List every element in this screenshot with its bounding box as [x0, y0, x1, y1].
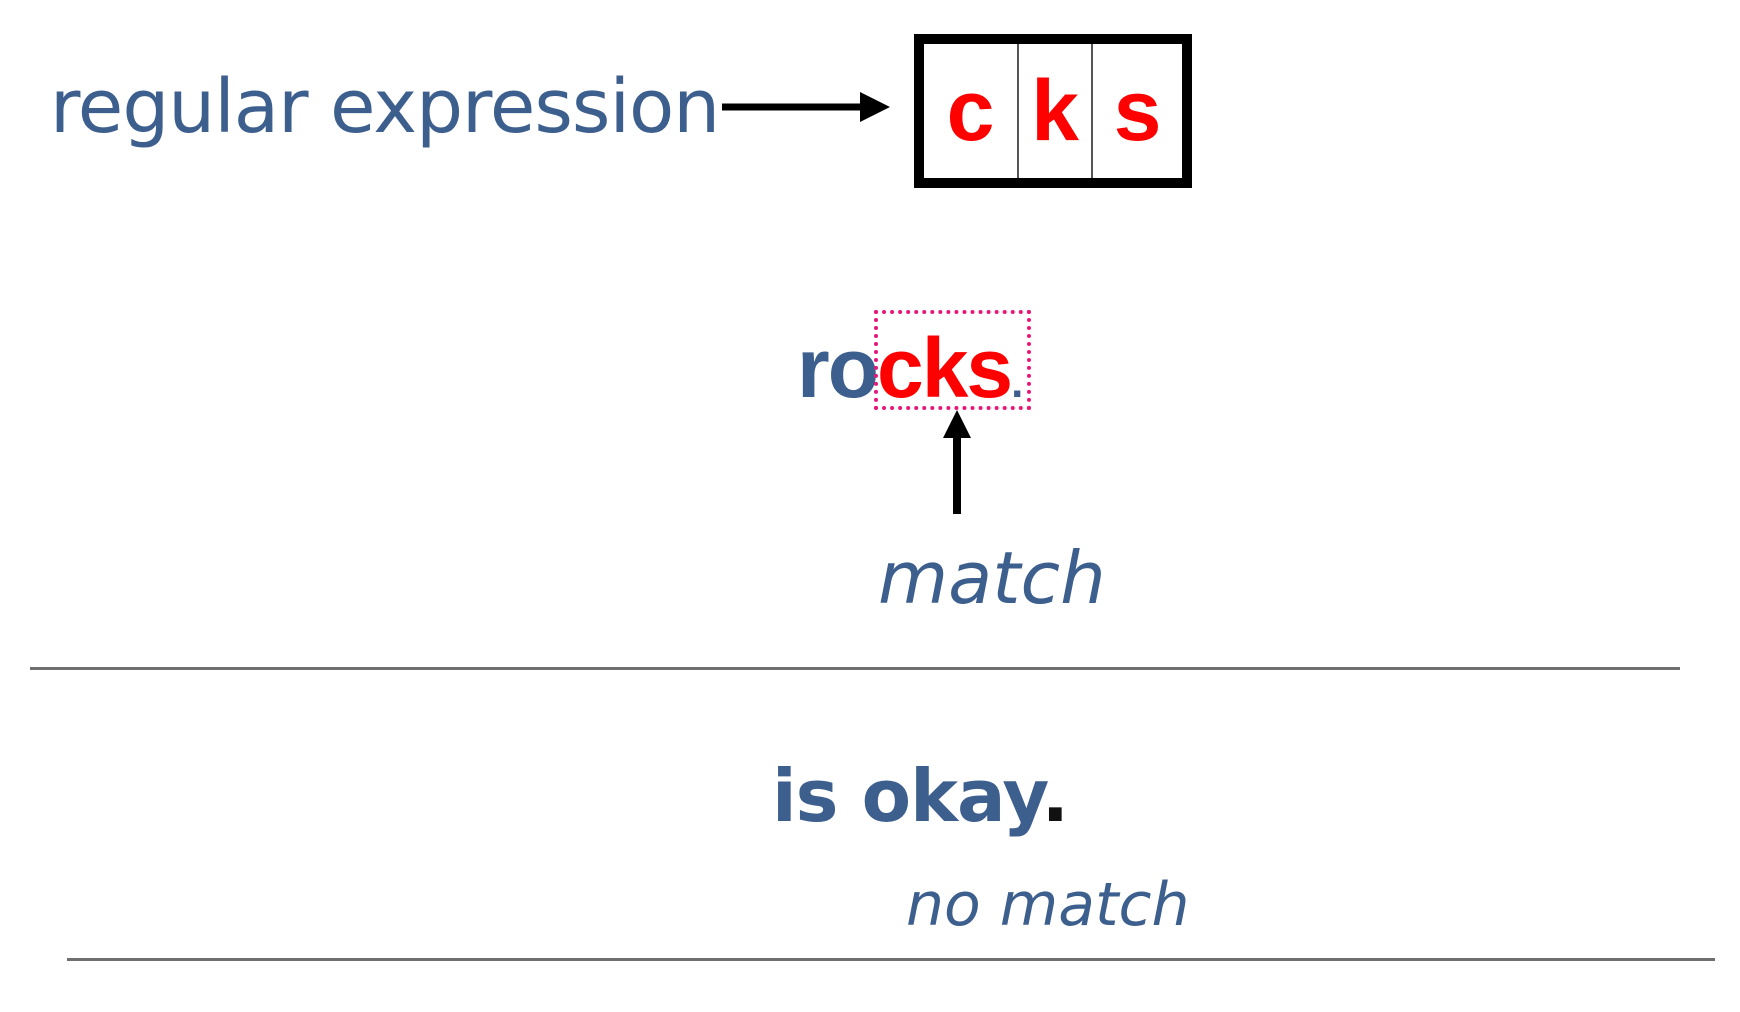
- nomatch-result-label: no match: [906, 870, 1190, 940]
- arrow-right-icon: [722, 92, 890, 122]
- match-highlight-box: [874, 310, 1031, 410]
- regex-cell-k: k: [1017, 44, 1091, 178]
- divider: [30, 667, 1680, 670]
- nomatch-example-text: is okay.: [772, 748, 1069, 844]
- regex-pattern-box: c k s: [914, 34, 1192, 188]
- divider: [67, 958, 1715, 961]
- nomatch-text: is okay: [772, 754, 1043, 838]
- matched-substring: cks: [877, 321, 1013, 415]
- regex-cell-s: s: [1091, 44, 1182, 178]
- regex-cell-c: c: [946, 63, 995, 159]
- match-result-label: match: [878, 536, 1106, 620]
- match-prefix: ro: [797, 321, 879, 415]
- arrow-up-icon: [943, 410, 971, 514]
- regex-label: regular expression: [50, 64, 720, 150]
- match-example-word: rocks.: [797, 318, 1023, 433]
- nomatch-suffix: .: [1041, 754, 1069, 838]
- match-suffix: .: [1011, 358, 1024, 407]
